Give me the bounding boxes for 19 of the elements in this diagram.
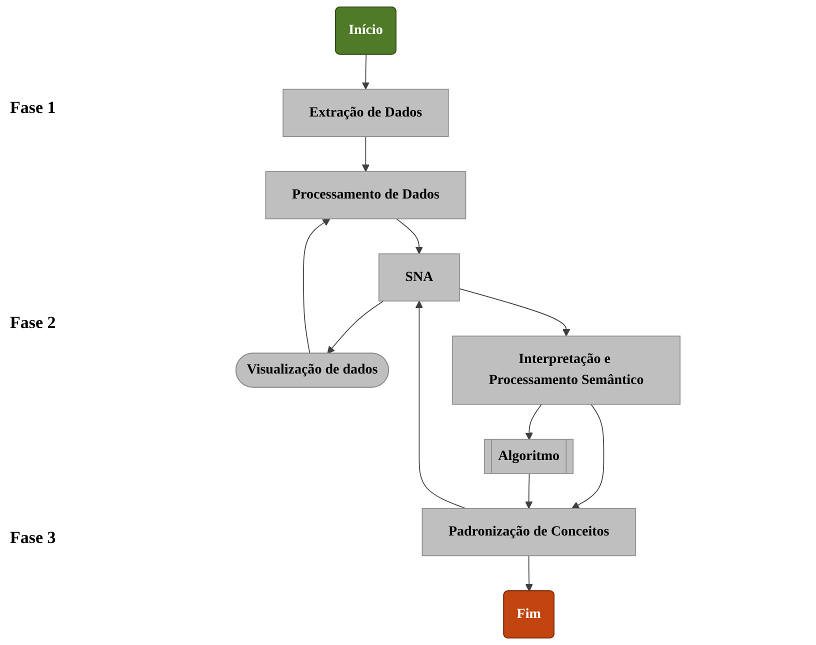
arrow	[525, 404, 542, 440]
node-box: Interpretação e Processamento Semântico	[452, 336, 680, 405]
arrow	[362, 136, 370, 172]
node-box: Processamento de Dados	[265, 171, 466, 220]
arrow	[327, 300, 384, 354]
arrow	[396, 218, 424, 254]
arrow	[415, 300, 466, 509]
arrow	[303, 218, 330, 354]
phase-label: Fase 2	[10, 312, 57, 332]
node-box: Extração de Dados	[282, 88, 449, 137]
arrow	[525, 473, 533, 509]
phase-label: Fase 3	[10, 528, 57, 548]
node-box: SNA	[378, 253, 460, 302]
arrow	[525, 555, 533, 592]
arrow	[459, 288, 570, 336]
phase-label: Fase 1	[10, 98, 57, 118]
arrow	[362, 54, 370, 90]
node-box: Padronização de Conceitos	[422, 508, 636, 556]
arrow	[572, 404, 604, 509]
